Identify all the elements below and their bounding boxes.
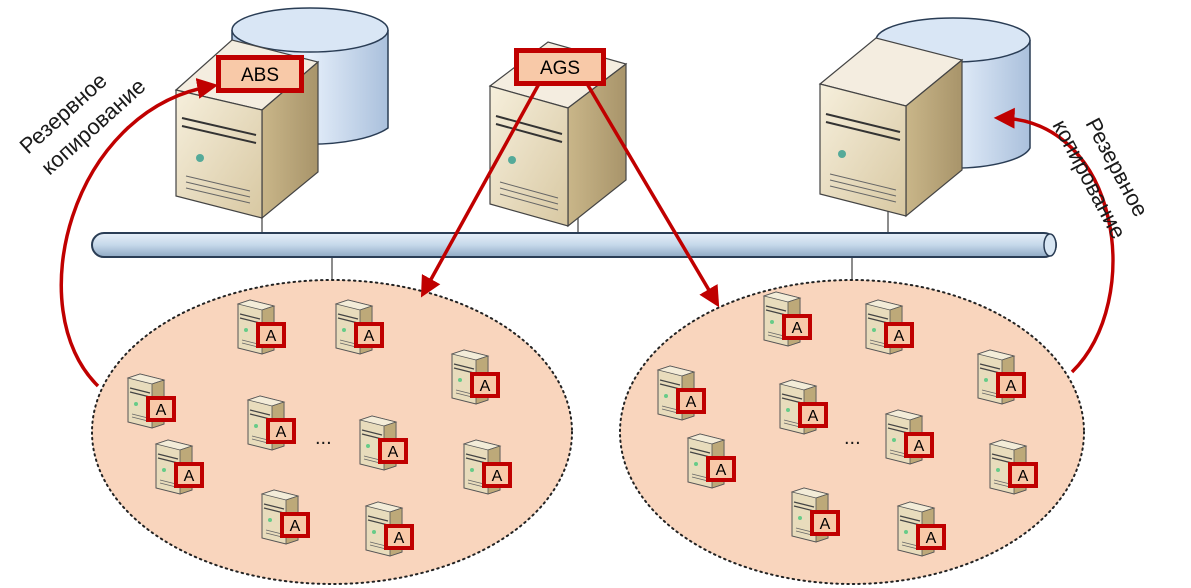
agent-label: A [364,328,375,345]
agent-tag-fill [786,318,808,336]
agent-label: A [276,424,287,441]
agent-label: A [492,468,503,485]
agents: A A A A A A A A A A A A A A A A A A A A [127,291,1038,557]
agent-tag-fill [888,326,910,344]
ellipsis-left: ... [315,427,332,449]
agent-label: A [792,320,803,337]
agent-tag-fill [150,400,172,418]
agent-tag-fill [710,460,732,478]
agent-tag-fill [814,514,836,532]
agent-tag-fill [486,466,508,484]
server-icon [488,41,628,228]
agent-tag-fill [920,528,942,546]
backup-arrow-left [59,78,219,388]
agent-label: A [686,394,697,411]
right-backup-server [818,17,1031,218]
agent-tag-fill [802,406,824,424]
agent-gateway-server [488,41,628,228]
agent-workstation: A [247,395,296,451]
agent-workstation: A [687,433,736,489]
agent-tag-fill [908,436,930,454]
server-icon [818,37,964,218]
agent-tag-fill [382,442,404,460]
agent-workstation: A [657,365,706,421]
agent-label: A [926,530,937,547]
arrows [59,78,1115,388]
agent-workstation: A [463,439,512,495]
agent-tag-fill [1000,376,1022,394]
abs-tag: ABS [216,55,304,93]
agent-workstation: A [365,501,414,557]
agent-workstation: A [335,299,384,355]
agent-label: A [894,328,905,345]
agent-workstation: A [127,373,176,429]
ags-tag: AGS [514,48,606,86]
agent-tag-fill [1012,466,1034,484]
agent-label: A [820,516,831,533]
ags-label: AGS [540,58,580,79]
agent-label: A [1018,468,1029,485]
ags-arrow-left [420,81,542,298]
agent-workstation: A [763,291,812,347]
agent-tag-fill [474,376,496,394]
agent-label: A [914,438,925,455]
agent-workstation: A [897,501,946,557]
agent-workstation: A [791,487,840,543]
agent-workstation: A [261,489,310,545]
agent-tag-fill [358,326,380,344]
agent-workstation: A [155,439,204,495]
right-caption: Резервное копирование [1048,114,1154,243]
agent-workstation: A [865,299,914,355]
agent-tag-fill [680,392,702,410]
agent-cluster-right [619,279,1085,585]
agent-label: A [266,328,277,345]
agent-label: A [716,462,727,479]
agent-workstation: A [885,409,934,465]
backup-arrow-right [993,107,1115,374]
agent-workstation: A [359,415,408,471]
abs-label: ABS [241,65,279,86]
agent-label: A [394,530,405,547]
agent-label: A [808,408,819,425]
agent-tag-fill [260,326,282,344]
agent-label: A [290,518,301,535]
agent-workstation: A [977,349,1026,405]
agent-tag-fill [270,422,292,440]
ags-arrow-right [584,81,720,308]
ellipsis-right: ... [844,427,861,449]
agent-tag-fill [388,528,410,546]
backup-server [174,7,389,220]
agent-label: A [388,444,399,461]
agent-workstation: A [779,379,828,435]
agent-label: A [480,378,491,395]
agent-label: A [1006,378,1017,395]
agent-workstation: A [989,439,1038,495]
left-caption: Резервное копирование [15,68,151,180]
agent-label: A [184,468,195,485]
agent-cluster-left [91,279,573,585]
network-bus [91,198,1057,285]
agent-tag-fill [284,516,306,534]
agent-workstation: A [237,299,286,355]
agent-workstation: A [451,349,500,405]
agent-tag-fill [178,466,200,484]
agent-label: A [156,402,167,419]
